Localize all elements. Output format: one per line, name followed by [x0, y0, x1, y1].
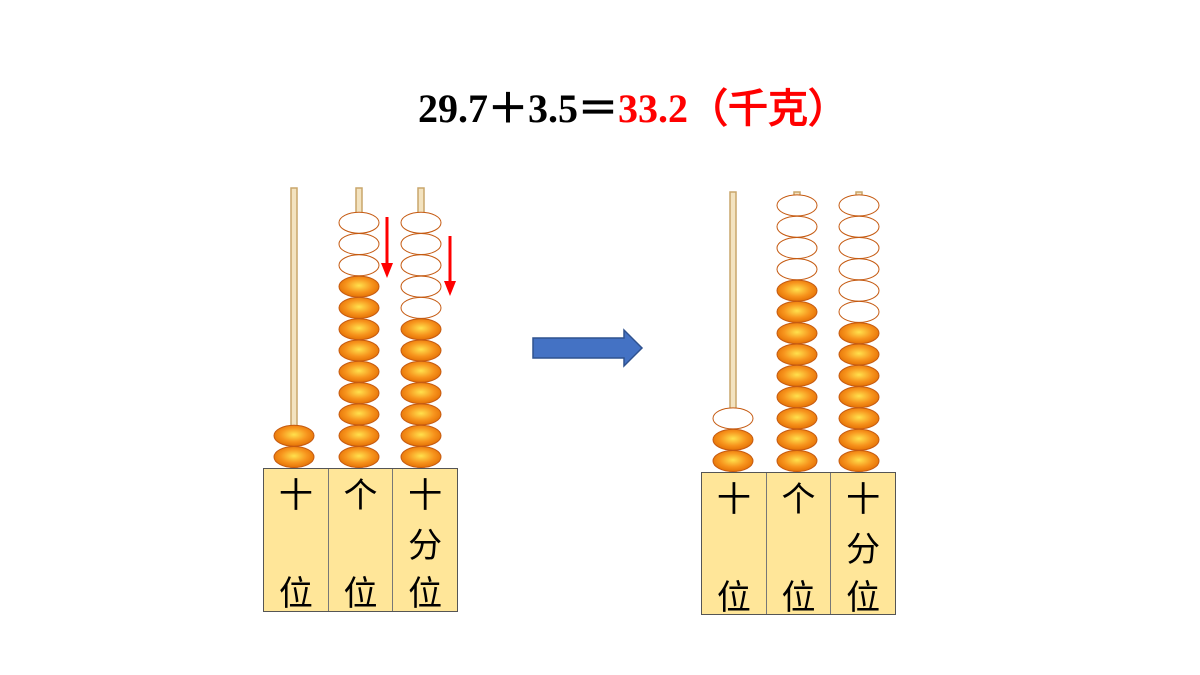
label-char: 十: [846, 480, 881, 520]
bead-filled: [776, 428, 818, 451]
label-char: 个: [343, 476, 378, 516]
bead-filled: [338, 275, 380, 298]
label-char: 个: [781, 480, 816, 520]
bead-empty: [838, 300, 880, 323]
label-char: 位: [846, 578, 881, 618]
label-char: 位: [781, 578, 816, 618]
label-tens: 十 位: [264, 469, 329, 611]
red-down-arrow-icon: [444, 236, 456, 296]
bead-filled: [400, 318, 442, 341]
bead-empty: [400, 296, 442, 319]
bead-filled: [400, 360, 442, 383]
bead-filled: [838, 364, 880, 387]
bead-empty: [838, 279, 880, 302]
bead-empty: [776, 194, 818, 217]
bead-filled: [273, 424, 315, 447]
bead-filled: [400, 403, 442, 426]
bead-filled: [338, 424, 380, 447]
bead-empty: [776, 237, 818, 259]
bead-filled: [338, 403, 380, 426]
bead-empty: [776, 215, 818, 238]
bead-filled: [338, 339, 380, 362]
equation-result: 33.2: [618, 86, 688, 131]
abacus-base-after: 十 位 个 位 十 分 位: [701, 472, 896, 615]
label-ones: 个 位: [329, 469, 394, 611]
bead-filled: [838, 386, 880, 409]
label-char: 位: [408, 574, 443, 614]
label-tens: 十 位: [702, 473, 767, 618]
bead-filled: [712, 428, 754, 451]
bead-filled: [776, 450, 818, 472]
equation: 29.7＋3.5＝33.2（千克）: [418, 84, 848, 134]
bead-filled: [338, 318, 380, 341]
abacus-after: [712, 191, 880, 473]
bead-filled: [338, 446, 380, 468]
bead-empty: [400, 254, 442, 277]
equation-unit: （千克）: [688, 86, 848, 131]
bead-filled: [400, 382, 442, 405]
bead-filled: [338, 296, 380, 319]
bead-filled: [712, 450, 754, 472]
bead-filled: [776, 364, 818, 387]
label-char: 十: [278, 476, 313, 516]
bead-filled: [776, 343, 818, 366]
bead-empty: [400, 211, 442, 234]
label-char: 十: [716, 480, 751, 520]
bead-empty: [838, 258, 880, 281]
label-char: 位: [343, 574, 378, 614]
label-char: 位: [278, 574, 313, 614]
bead-filled: [776, 300, 818, 323]
bead-empty: [838, 194, 880, 217]
label-char: 位: [716, 578, 751, 618]
abacus-before: [273, 187, 442, 469]
bead-filled: [838, 428, 880, 451]
bead-filled: [400, 446, 442, 468]
bead-empty: [712, 407, 754, 430]
label-char: 十: [408, 476, 443, 516]
abacus-base-before: 十 位 个 位 十 分 位: [263, 468, 458, 612]
bead-filled: [838, 322, 880, 345]
bead-empty: [338, 254, 380, 277]
label-tenths: 十 分 位: [393, 469, 457, 611]
label-char: 分: [408, 526, 443, 566]
bead-filled: [400, 424, 442, 447]
bead-empty: [838, 215, 880, 238]
bead-filled: [776, 386, 818, 409]
label-char: 分: [846, 530, 881, 570]
bead-filled: [338, 382, 380, 405]
bead-filled: [838, 407, 880, 430]
bead-filled: [838, 450, 880, 472]
bead-filled: [776, 279, 818, 302]
bead-filled: [338, 360, 380, 383]
equation-expression: 29.7＋3.5＝: [418, 86, 618, 131]
bead-empty: [776, 258, 818, 281]
bead-empty: [838, 237, 880, 259]
bead-filled: [776, 322, 818, 345]
bead-filled: [273, 446, 315, 468]
blue-right-arrow-icon: [532, 328, 644, 368]
bead-filled: [838, 343, 880, 366]
red-down-arrow-icon: [381, 217, 393, 278]
label-tenths: 十 分 位: [831, 473, 895, 618]
bead-filled: [400, 339, 442, 362]
bead-empty: [338, 233, 380, 255]
label-ones: 个 位: [767, 473, 832, 618]
bead-empty: [400, 275, 442, 298]
bead-empty: [338, 211, 380, 234]
bead-filled: [776, 407, 818, 430]
bead-empty: [400, 233, 442, 255]
